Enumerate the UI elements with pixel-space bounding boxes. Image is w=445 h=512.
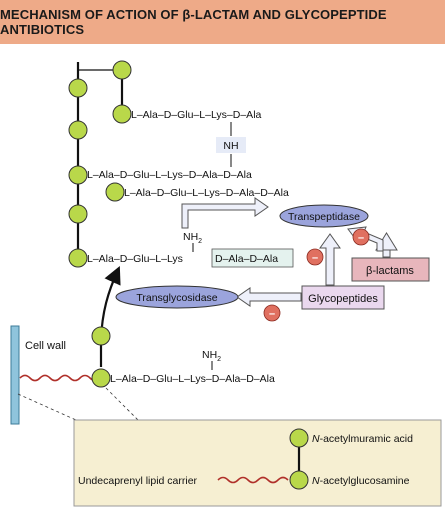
- nh-crosslink-box: [216, 137, 246, 153]
- page-title: MECHANISM OF ACTION OF β-LACTAM AND GLYC…: [0, 7, 387, 37]
- sugar-n-acetylmuramic: [68, 165, 88, 185]
- inhibition-minus: –: [269, 308, 275, 320]
- legend-glucosamine-label: N-acetylglucosamine: [312, 475, 410, 487]
- sugar-n-acetylmuramic: [91, 368, 111, 388]
- peptide-chain-top: L–Ala–D–Glu–L–Lys–D–Ala: [131, 109, 262, 121]
- beta-lactams-label: β-lactams: [366, 265, 414, 277]
- zoom-line-left: [17, 393, 77, 421]
- inhibition-minus: –: [312, 252, 318, 264]
- peptide-chain-bottom: L–Ala–D–Glu–L–Lys–D–Ala–D–Ala: [110, 373, 275, 385]
- legend-carrier-label: Undecaprenyl lipid carrier: [78, 475, 198, 487]
- transpeptidase-enzyme: [279, 204, 369, 228]
- title-banner: MECHANISM OF ACTION OF β-LACTAM AND GLYC…: [0, 0, 445, 44]
- sugar-n-acetylglucosamine: [68, 120, 88, 140]
- legend-lipid-wave: [217, 476, 289, 484]
- glycopeptides-to-transglycosidase: [236, 287, 302, 307]
- inhibition-minus: –: [358, 232, 364, 244]
- inhibition-symbol: [306, 248, 324, 266]
- transglycosylation-arrow: [99, 265, 121, 367]
- peptide-chain-middle: L–Ala–D–Glu–L–Lys–D–Ala–D–Ala: [87, 169, 252, 181]
- transpeptidase-label: Transpeptidase: [288, 211, 360, 223]
- glycopeptides-to-transpeptidase: [319, 233, 341, 286]
- inhibition-symbol: [352, 228, 370, 246]
- transglycosidase-enzyme: [115, 285, 239, 309]
- d-ala-d-ala-label: D–Ala–D–Ala: [215, 253, 278, 265]
- legend-box: [73, 419, 442, 507]
- sugar-n-acetylmuramic: [68, 248, 88, 268]
- beta-lactams-box: [351, 257, 430, 282]
- cell-wall-label: Cell wall: [25, 340, 66, 352]
- sugar-n-acetylglucosamine: [91, 326, 111, 346]
- sugar-n-acetylmuramic: [112, 104, 132, 124]
- peptide-chain-active: L–Ala–D–Glu–L–Lys: [87, 253, 183, 265]
- glycopeptides-label: Glycopeptides: [308, 293, 378, 305]
- zoom-line-right: [105, 387, 139, 421]
- legend-muramic-sugar: [289, 428, 309, 448]
- legend-muramic-label: N-acetylmuramic acid: [312, 433, 413, 445]
- inhibition-symbol: [263, 304, 281, 322]
- amine-label-active: NH2: [183, 231, 202, 245]
- cell-wall-bar: [10, 325, 20, 425]
- amine-label-bottom: NH2: [202, 349, 221, 363]
- glycopeptides-box: [301, 285, 385, 310]
- d-ala-d-ala-box: [211, 248, 294, 268]
- peptide-chain-second: L–Ala–D–Glu–L–Lys–D–Ala–D–Ala: [124, 187, 289, 199]
- nh-crosslink-label: NH: [223, 140, 238, 152]
- legend-glucosamine-sugar: [289, 470, 309, 490]
- sugar-n-acetylmuramic: [105, 182, 125, 202]
- sugar-n-acetylmuramic: [68, 78, 88, 98]
- sugar-n-acetylglucosamine: [68, 204, 88, 224]
- lipid-carrier-wave: [19, 374, 101, 382]
- transglycosidase-label: Transglycosidase: [136, 292, 217, 304]
- sugar-n-acetylglucosamine: [112, 60, 132, 80]
- transpeptidation-arrow: [181, 197, 269, 229]
